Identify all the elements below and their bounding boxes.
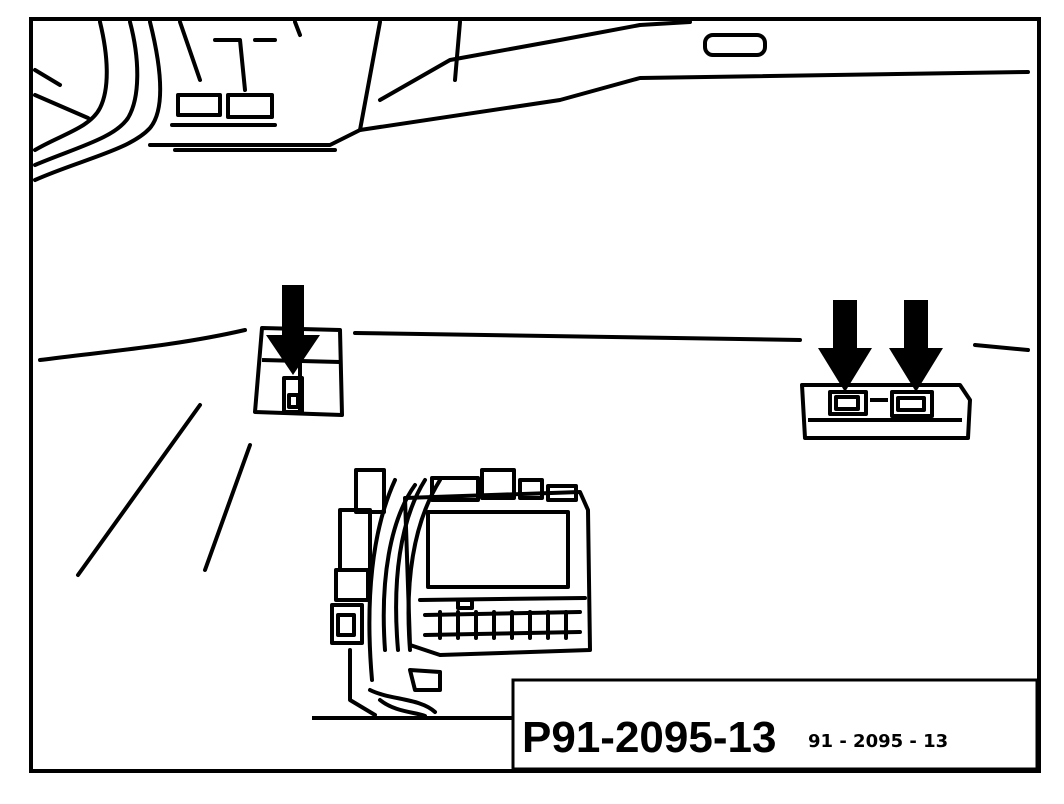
dashboard-upper-structure [33, 20, 1030, 182]
figure-label-box: P91-2095-13 91 - 2095 - 13 [511, 678, 1039, 771]
arrow-right-connector-1 [818, 300, 872, 392]
floor-lines [38, 328, 1030, 577]
arrow-right-connector-2 [889, 300, 943, 392]
figure-frame [29, 17, 1041, 773]
indicator-arrows [266, 285, 943, 392]
figure-number-large: P91-2095-13 [522, 713, 776, 762]
arrow-left-connector [266, 285, 320, 375]
right-connector-block [800, 383, 972, 440]
figure-number-small: 91 - 2095 - 13 [808, 731, 948, 752]
control-module [330, 468, 592, 718]
